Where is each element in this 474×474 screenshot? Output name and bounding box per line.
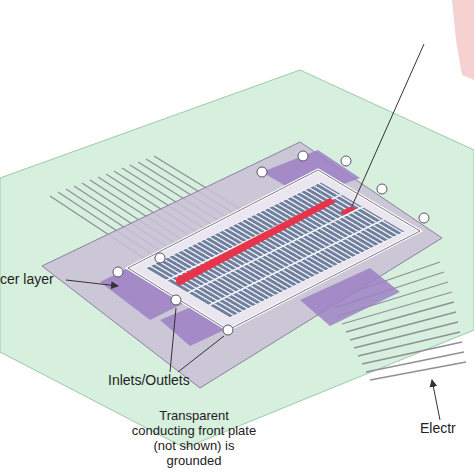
red-inset <box>452 0 474 80</box>
channel-outline <box>128 170 420 330</box>
substrate-plate <box>0 70 474 448</box>
channel-frame <box>128 170 420 330</box>
droplet <box>340 206 356 215</box>
droplet-end <box>176 277 184 285</box>
spacer-layer <box>42 142 442 388</box>
part-label: Inlets/Outlets <box>108 372 190 389</box>
inlet-holes <box>113 151 429 335</box>
note-text: Transparent conducting front plate (not … <box>128 408 260 468</box>
droplet-channel <box>176 198 336 284</box>
electrode-array <box>145 182 405 318</box>
leader-lines <box>66 44 440 420</box>
part-label: Electr <box>420 420 456 437</box>
part-label: cer layer <box>0 271 54 288</box>
